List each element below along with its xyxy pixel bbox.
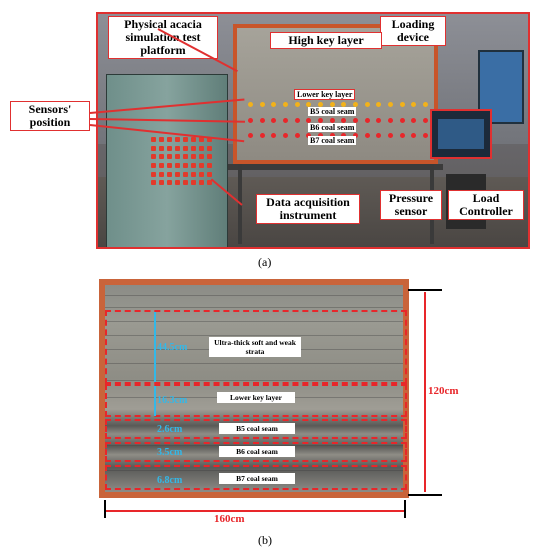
zone-ultra-thick: [105, 310, 407, 384]
led-grid: [151, 137, 213, 187]
zone-b7: [105, 465, 407, 490]
label-b6-seam: B6 coal seam: [308, 123, 357, 132]
dim-top-tick: [408, 289, 442, 291]
label-data-acquisition: Data acquisition instrument: [256, 194, 360, 224]
label-b7-seam: B7 coal seam: [308, 136, 357, 145]
dim-height-line: [424, 292, 426, 492]
measure-2-6: 2.6cm: [157, 424, 183, 435]
photo-test-platform: Lower key layer B5 coal seam B6 coal sea…: [96, 12, 530, 249]
caption-a: (a): [258, 255, 272, 269]
dim-height-text: 120cm: [428, 385, 459, 397]
dim-bottom-tick: [408, 494, 442, 496]
measure-16-3: 16.3cm: [157, 395, 188, 406]
label-ultra-thick: Ultra-thick soft and weak strata: [209, 337, 301, 357]
caption-b: (b): [258, 533, 272, 547]
sensor-row-b7: [248, 133, 428, 139]
dim-width-line: [106, 510, 404, 512]
load-controller-screen: [430, 109, 492, 159]
label-b7: B7 coal seam: [219, 473, 295, 484]
label-loading-device: Loading device: [380, 16, 446, 46]
dim-left-tick: [104, 500, 106, 518]
measure-line-2: [154, 386, 156, 416]
label-b6: B6 coal seam: [219, 446, 295, 457]
dim-right-tick: [404, 500, 406, 518]
zone-b6: [105, 442, 407, 462]
dim-width-text: 160cm: [214, 513, 245, 525]
label-lower-key: Lower key layer: [217, 392, 295, 403]
label-sensors-position: Sensors' position: [10, 101, 90, 131]
label-pressure-sensor: Pressure sensor: [380, 190, 442, 220]
measure-6-8: 6.8cm: [157, 475, 183, 486]
label-load-controller: Load Controller: [448, 190, 524, 220]
label-b5: B5 coal seam: [219, 423, 295, 434]
photo-model-strata: Ultra-thick soft and weak strata Lower k…: [99, 279, 409, 498]
zone-lower-key: [105, 384, 407, 417]
data-acquisition-cabinet: [106, 74, 228, 247]
label-lower-key-layer: Lower key layer: [294, 89, 356, 100]
label-b5-seam: B5 coal seam: [308, 107, 357, 116]
measure-line-1: [154, 312, 156, 382]
measure-44-5: 44.5cm: [157, 342, 188, 353]
sensor-row-b6: [248, 118, 428, 124]
zone-b5: [105, 419, 407, 439]
label-high-key-layer: High key layer: [270, 32, 382, 49]
measure-3-5: 3.5cm: [157, 447, 183, 458]
sensor-row-b5: [248, 102, 428, 108]
frame-base: [228, 164, 443, 170]
